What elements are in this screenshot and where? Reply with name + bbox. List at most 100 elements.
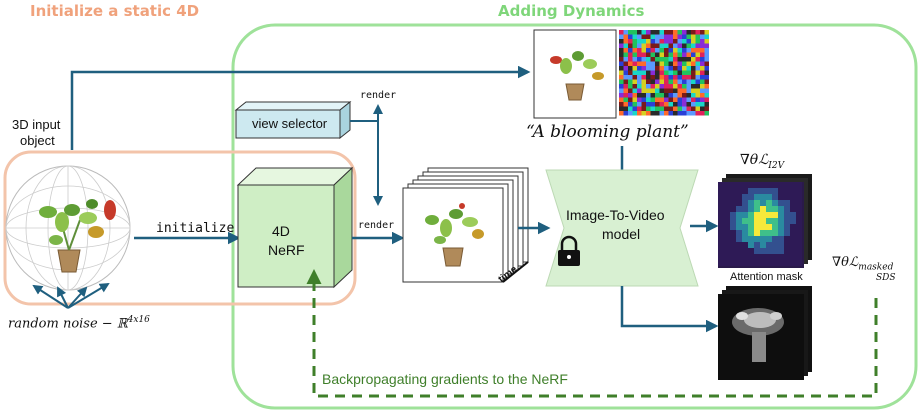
noise-pixel [632, 61, 637, 66]
noise-pixel [677, 97, 682, 102]
heatmap-cell [772, 224, 778, 230]
heatmap-cell [778, 212, 784, 218]
noise-pixel [677, 39, 682, 44]
noise-pixel [677, 43, 682, 48]
noise-pixel [695, 102, 700, 107]
heatmap-cell [772, 254, 778, 260]
heatmap-cell [760, 248, 766, 254]
noise-pixel [691, 111, 696, 116]
noise-pixel [619, 34, 624, 39]
heatmap-cell [766, 200, 772, 206]
noise-pixel [664, 52, 669, 57]
noise-pixel [704, 34, 709, 39]
noise-pixel [641, 34, 646, 39]
noise-pixel [641, 52, 646, 57]
noise-pixel [700, 48, 705, 53]
heatmap-cell [796, 230, 802, 236]
frame-stack [402, 167, 529, 283]
heatmap-cell [754, 200, 760, 206]
noise-pixel [695, 111, 700, 116]
noise-pixel [632, 30, 637, 35]
heatmap-cell [724, 206, 730, 212]
noise-pixel [632, 34, 637, 39]
noise-pixel [659, 70, 664, 75]
noise-pixel [628, 61, 633, 66]
noise-pixel [704, 97, 709, 102]
render-top-label: render [360, 90, 397, 101]
noise-pixel [655, 70, 660, 75]
noise-pixel [646, 61, 651, 66]
heatmap-cell [718, 182, 724, 188]
noise-pixel [700, 102, 705, 107]
noise-pixel [619, 75, 624, 80]
noise-pixel [619, 88, 624, 93]
heatmap-cell [766, 182, 772, 188]
noise-pixel [646, 102, 651, 107]
heatmap-cell [766, 206, 772, 212]
heatmap-cell [748, 206, 754, 212]
heatmap-cell [784, 248, 790, 254]
heatmap-cell [790, 236, 796, 242]
noise-pixel [664, 61, 669, 66]
noise-pixel [704, 79, 709, 84]
noise-pixel [677, 66, 682, 71]
heatmap-cell [772, 218, 778, 224]
heatmap-cell [754, 212, 760, 218]
noise-pixel [637, 39, 642, 44]
noise-pixel [664, 30, 669, 35]
noise-pixel [632, 88, 637, 93]
noise-pixel [659, 39, 664, 44]
noise-pixel [632, 102, 637, 107]
noise-pixel [637, 84, 642, 89]
noise-pixel [641, 97, 646, 102]
noise-pixel [659, 30, 664, 35]
noise-pixel [619, 84, 624, 89]
noise-pixel [637, 70, 642, 75]
heatmap-cell [748, 194, 754, 200]
noise-pixel [619, 57, 624, 62]
noise-pixel [659, 88, 664, 93]
heatmap-cell [784, 230, 790, 236]
noise-pixel [700, 43, 705, 48]
noise-pixel [695, 79, 700, 84]
loss-i2v-symbol: ∇θℒ [740, 152, 769, 168]
heatmap-cell [796, 236, 802, 242]
noise-pixel [659, 52, 664, 57]
noise-pixel [704, 70, 709, 75]
noise-pixel [700, 111, 705, 116]
noise-pixel [623, 70, 628, 75]
heatmap-cell [772, 206, 778, 212]
noise-pixel [682, 106, 687, 111]
noise-pixel [673, 93, 678, 98]
heatmap-cell [736, 224, 742, 230]
condition-plant-icon [550, 51, 604, 101]
heatmap-cell [724, 236, 730, 242]
heatmap-cell [718, 188, 724, 194]
noise-pixel [623, 52, 628, 57]
noise-pixel [686, 79, 691, 84]
noise-pixel [646, 39, 651, 44]
noise-pixel [668, 57, 673, 62]
noise-pixel [695, 93, 700, 98]
heatmap-cell [730, 248, 736, 254]
noise-pixel [655, 57, 660, 62]
noise-pixel [655, 39, 660, 44]
heatmap-cell [760, 224, 766, 230]
noise-pixel [704, 75, 709, 80]
noise-pixel [623, 88, 628, 93]
attention-mask-stack [718, 286, 812, 380]
noise-pixel [695, 30, 700, 35]
noise-pixel [677, 57, 682, 62]
noise-image [619, 30, 709, 116]
noise-pixel [695, 88, 700, 93]
noise-pixel [695, 34, 700, 39]
noise-pixel [646, 48, 651, 53]
heatmap-cell [760, 182, 766, 188]
heatmap-cell [796, 260, 802, 266]
noise-pixel [632, 66, 637, 71]
noise-pixel [650, 93, 655, 98]
heatmap-cell [784, 188, 790, 194]
noise-pixel [677, 61, 682, 66]
noise-pixel [668, 106, 673, 111]
